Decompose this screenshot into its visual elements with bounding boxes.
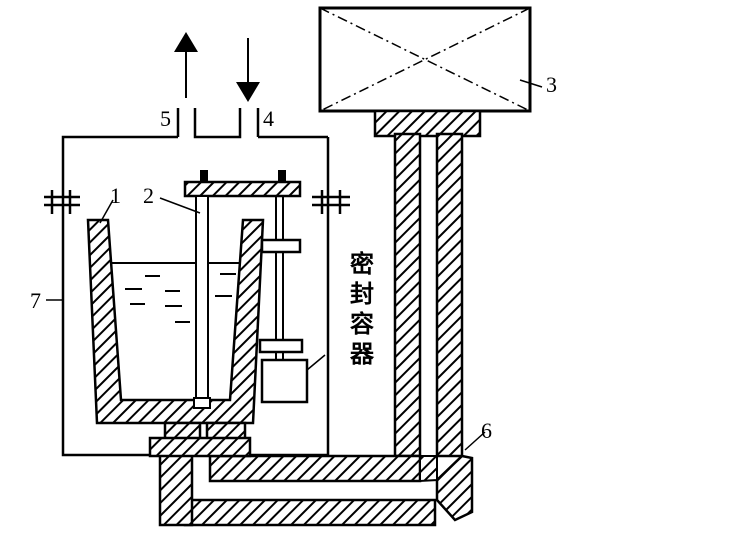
container-label-char-2: 封 bbox=[350, 280, 374, 308]
container-label-char-4: 器 bbox=[349, 340, 375, 368]
crucible-1 bbox=[86, 218, 265, 425]
label-5: 5 bbox=[160, 106, 171, 131]
shaft-assembly bbox=[148, 170, 302, 458]
guide-rod-and-actuator bbox=[258, 196, 326, 404]
container-label-char-1: 密 bbox=[350, 250, 374, 278]
label-3: 3 bbox=[546, 72, 557, 97]
pipe-channel bbox=[158, 109, 482, 527]
label-2: 2 bbox=[143, 183, 154, 208]
wall-flanges bbox=[44, 190, 350, 214]
label-1: 1 bbox=[110, 183, 121, 208]
leader-lines bbox=[46, 79, 543, 451]
component-3-box bbox=[318, 6, 532, 113]
liquid-dashes bbox=[125, 273, 236, 323]
label-6: 6 bbox=[481, 418, 492, 443]
label-4: 4 bbox=[263, 106, 274, 131]
flow-arrows bbox=[174, 32, 260, 102]
sealed-container-outline bbox=[61, 108, 330, 457]
container-label-char-3: 容 bbox=[350, 310, 374, 338]
label-7: 7 bbox=[30, 288, 41, 313]
